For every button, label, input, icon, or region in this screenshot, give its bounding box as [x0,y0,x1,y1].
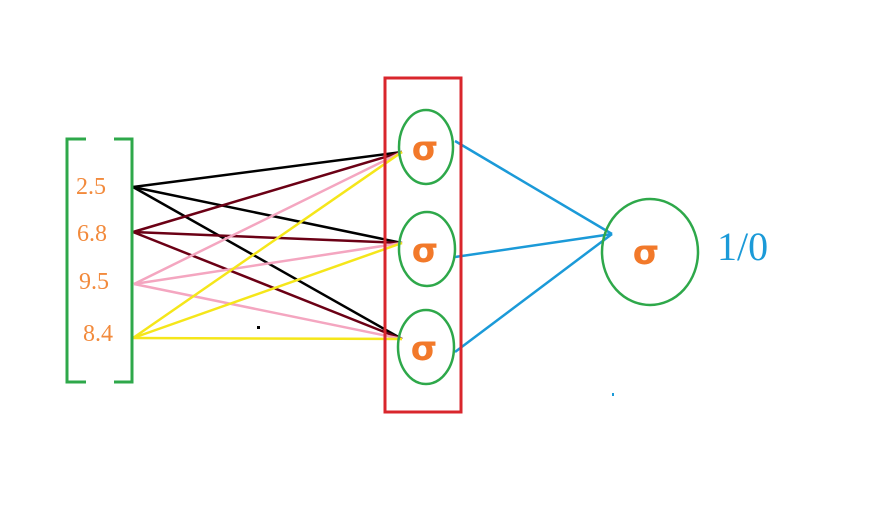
sigma-label: σ [633,233,659,273]
input-to-hidden-edge [132,150,403,340]
hidden-node: σ [397,210,457,288]
input-to-hidden-edge [133,282,403,341]
input-to-hidden-edge [132,150,403,189]
hidden-to-output-edge [454,232,613,259]
input-value: 6.8 [77,221,107,247]
hidden-node: σ [396,308,456,386]
input-to-hidden-edge [132,150,403,234]
hidden-layer-box [383,76,463,414]
input-to-hidden-edge [133,150,403,286]
sigma-label: σ [411,329,437,369]
output-node: σ [600,197,700,307]
input-value: 2.5 [76,174,106,200]
sigma-label: σ [412,129,438,169]
hidden-to-output-edge [454,233,613,353]
stray-dot [257,326,260,329]
input-to-hidden-edge [133,241,403,286]
sigma-label: σ [412,231,438,271]
hidden-to-output-edge [454,139,613,236]
input-value: 9.5 [79,269,109,295]
hidden-node: σ [397,108,455,186]
output-label: 1/0 [717,224,768,269]
input-to-hidden-edge [132,241,403,340]
input-vector-bracket [65,137,134,384]
input-value: 8.4 [83,321,113,347]
input-to-hidden-edge [132,230,403,341]
stray-dot [612,393,614,396]
input-to-hidden-edge [132,185,403,245]
input-to-hidden-edge [132,230,403,245]
edges [132,139,613,353]
input-to-hidden-edge [132,336,403,341]
